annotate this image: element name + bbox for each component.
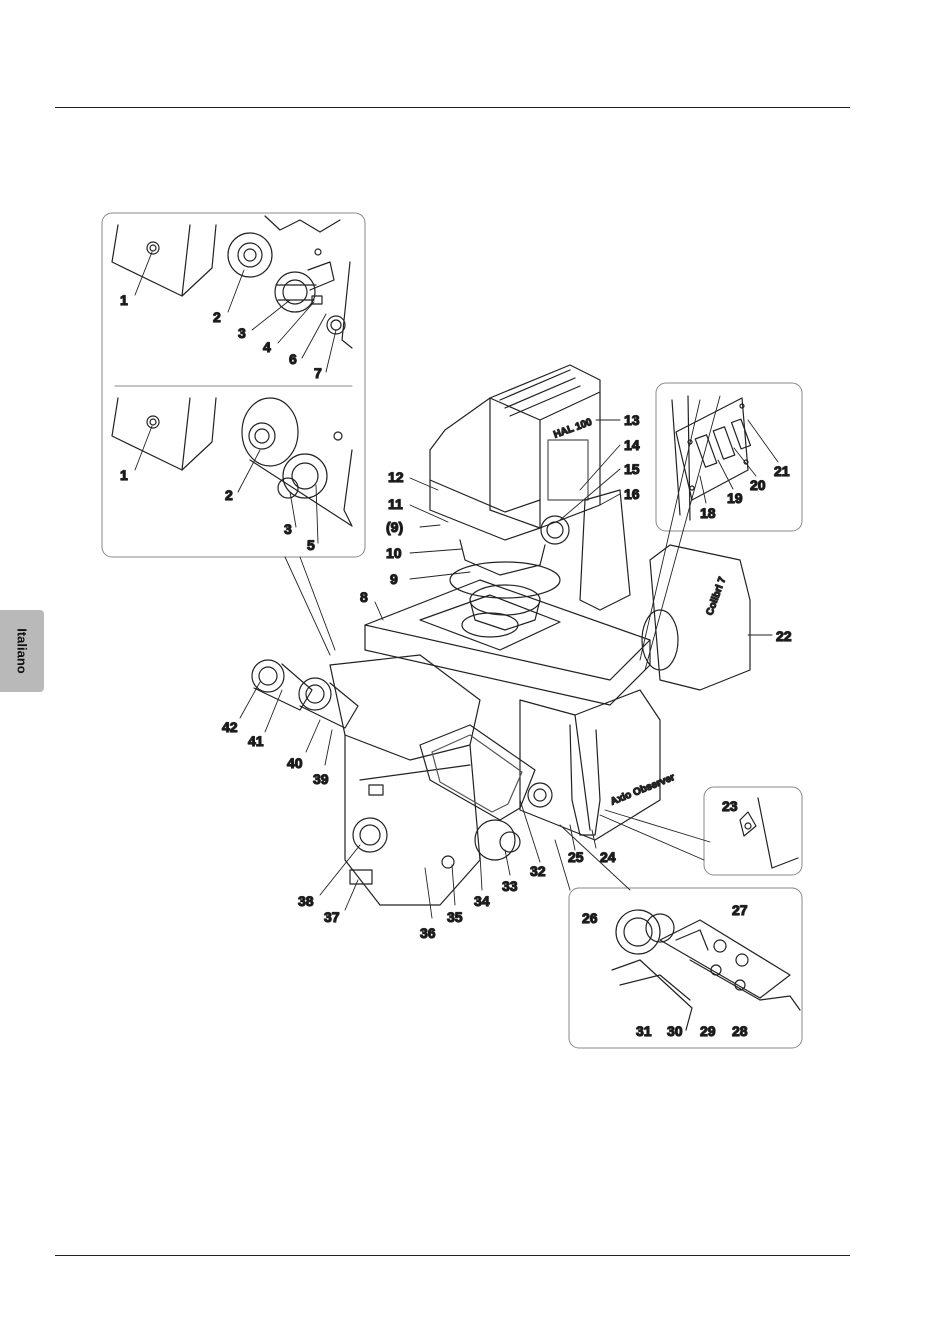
camera-label: Colibri 7	[704, 575, 728, 617]
callout-31: 31	[636, 1023, 652, 1039]
callout-26: 26	[582, 910, 598, 926]
callout-8: 8	[360, 589, 368, 605]
callout-6: 6	[289, 351, 297, 367]
callout-16: 16	[624, 486, 640, 502]
callout-27: 27	[732, 902, 748, 918]
callout-40: 40	[287, 755, 303, 771]
inset-right-small	[704, 787, 802, 875]
callout-29: 29	[700, 1023, 716, 1039]
callout-numbers: 1 2 3 4 6 7 1 2 3 5 8 9 (9) 10 11 12 13 …	[120, 292, 792, 1039]
callout-7: 7	[314, 365, 322, 381]
lamp-label: HAL 100	[552, 417, 594, 441]
callout-20: 20	[750, 477, 766, 493]
leader-lines	[135, 252, 778, 918]
callout-1b: 1	[120, 467, 128, 483]
callout-25: 25	[568, 849, 584, 865]
callout-18: 18	[700, 505, 716, 521]
callout-4: 4	[263, 339, 271, 355]
callout-14: 14	[624, 437, 640, 453]
callout-12: 12	[388, 469, 404, 485]
inset-bottom-right	[569, 888, 802, 1048]
callout-9-paren: (9)	[386, 519, 403, 535]
callout-11: 11	[388, 496, 403, 512]
callout-3b: 3	[284, 521, 292, 537]
callout-23: 23	[722, 798, 738, 814]
callout-9: 9	[390, 571, 398, 587]
callout-35: 35	[447, 909, 463, 925]
callout-1: 1	[120, 292, 128, 308]
callout-30: 30	[667, 1023, 683, 1039]
brand-label: Axio Observer	[609, 772, 677, 808]
inset-top-right	[656, 383, 802, 531]
callout-5: 5	[307, 537, 315, 553]
callout-15: 15	[624, 461, 640, 477]
callout-36: 36	[420, 925, 436, 941]
callout-2: 2	[213, 309, 221, 325]
callout-10: 10	[386, 545, 402, 561]
callout-38: 38	[298, 893, 314, 909]
callout-39: 39	[313, 771, 329, 787]
callout-2b: 2	[225, 487, 233, 503]
callout-19: 19	[727, 490, 743, 506]
callout-24: 24	[600, 849, 616, 865]
callout-3: 3	[238, 325, 246, 341]
callout-13: 13	[624, 412, 640, 428]
callout-34: 34	[474, 893, 490, 909]
callout-33: 33	[502, 878, 518, 894]
callout-28: 28	[732, 1023, 748, 1039]
callout-22: 22	[776, 628, 792, 644]
callout-21: 21	[774, 463, 790, 479]
callout-37: 37	[324, 909, 340, 925]
callout-32: 32	[530, 863, 546, 879]
callout-41: 41	[248, 733, 264, 749]
callout-42: 42	[222, 719, 238, 735]
inset-top-left	[102, 213, 365, 557]
